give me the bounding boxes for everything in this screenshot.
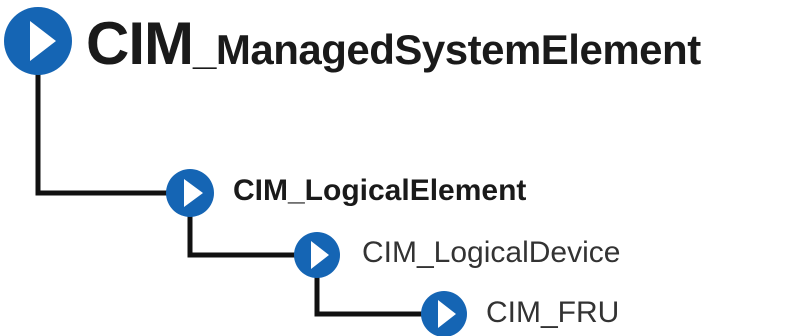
play-circle-icon: [4, 7, 72, 75]
root-class-label: CIM_ManagedSystemElement: [86, 8, 701, 86]
play-circle-icon: [421, 291, 467, 336]
logical-element-label: CIM_LogicalElement: [233, 174, 527, 207]
play-circle-icon: [294, 232, 340, 278]
root-class-prefix: CIM: [86, 10, 194, 77]
connector-root-to-logical-element: [35, 70, 168, 196]
fru-label: CIM_FRU: [486, 296, 620, 329]
play-circle-icon: [166, 169, 214, 217]
connector-logical-element-to-logical-device: [187, 213, 296, 258]
logical-device-label: CIM_LogicalDevice: [362, 236, 621, 269]
root-class-name: _ManagedSystemElement: [192, 26, 701, 73]
connector-logical-device-to-fru: [314, 275, 422, 317]
